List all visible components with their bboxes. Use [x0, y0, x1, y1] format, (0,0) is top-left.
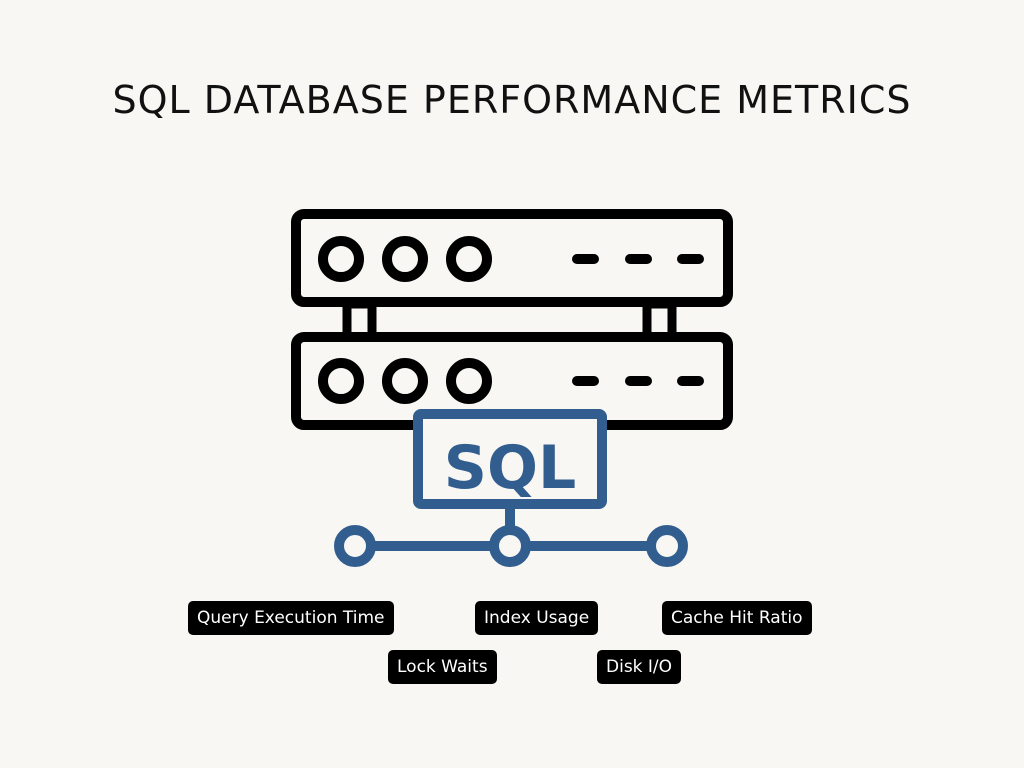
led-icon: [382, 236, 428, 282]
metric-tag-index-usage: Index Usage: [475, 601, 599, 635]
network-node-center: [489, 525, 531, 567]
metric-tag-cache-hit-ratio: Cache Hit Ratio: [662, 601, 812, 635]
network-node-right: [646, 525, 688, 567]
server-rack-icon: [291, 209, 733, 430]
led-icon: [318, 236, 364, 282]
metric-tag-disk-io: Disk I/O: [597, 650, 682, 684]
sql-network-icon: [334, 409, 688, 567]
led-icon: [318, 358, 364, 404]
page-title: SQL DATABASE PERFORMANCE METRICS: [112, 78, 912, 122]
sql-badge-text: SQL: [444, 433, 576, 503]
network-node-left: [334, 525, 376, 567]
metric-tag-query-execution-time: Query Execution Time: [188, 601, 394, 635]
led-icon: [446, 358, 492, 404]
led-icon: [382, 358, 428, 404]
led-icon: [446, 236, 492, 282]
metric-tag-lock-waits: Lock Waits: [388, 650, 497, 684]
